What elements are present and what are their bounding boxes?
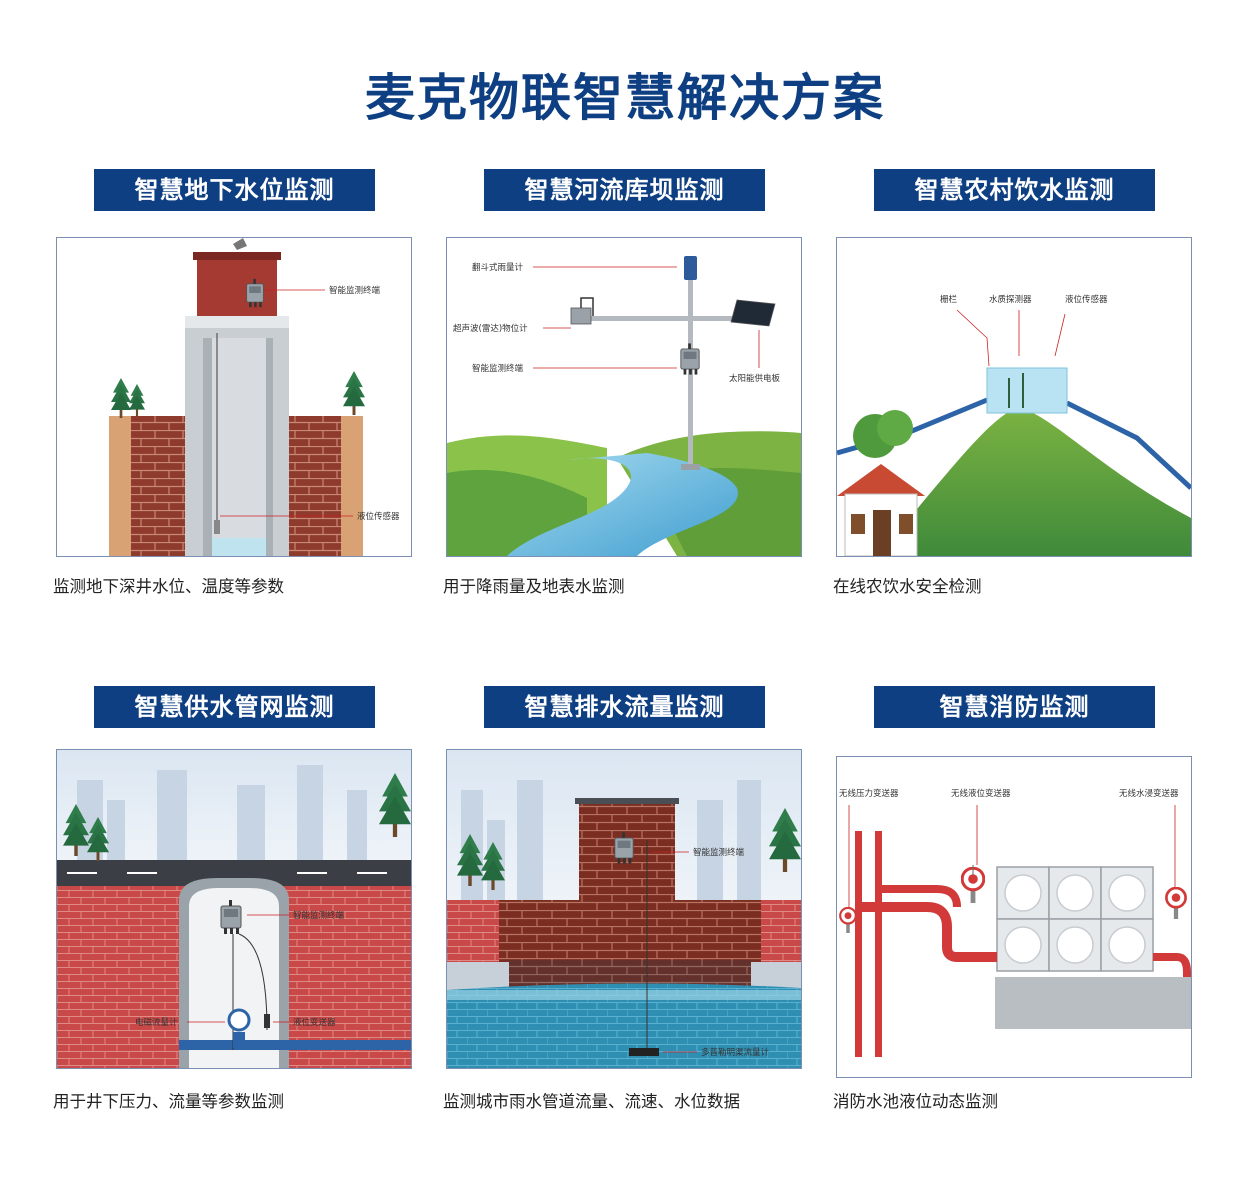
label-monitor-terminal: 智能监测终端 <box>293 910 345 921</box>
label-immersion-transmitter: 无线水浸变送器 <box>1119 788 1179 799</box>
card-description: 消防水池液位动态监测 <box>833 1092 998 1111</box>
card-title: 智慧供水管网监测 <box>94 686 375 728</box>
label-fence: 栅栏 <box>940 294 958 305</box>
card-title: 智慧排水流量监测 <box>484 686 765 728</box>
label-monitor-terminal: 智能监测终端 <box>693 847 745 858</box>
card-description: 监测城市雨水管道流量、流速、水位数据 <box>443 1092 740 1111</box>
card-illustration: 翻斗式雨量计 超声波(雷达)物位计 智能监测终端 太阳能供电板 <box>446 237 802 557</box>
label-monitor-terminal: 智能监测终端 <box>329 285 381 296</box>
card-description: 用于降雨量及地表水监测 <box>443 577 625 596</box>
card-illustration: 智能监测终端 液位传感器 <box>56 237 412 557</box>
card-illustration: 智能监测终端 电磁流量计 液位变送器 <box>56 749 412 1069</box>
label-solar-panel: 太阳能供电板 <box>729 373 781 384</box>
card-description: 监测地下深井水位、温度等参数 <box>53 577 284 596</box>
label-doppler-flowmeter: 多普勒明渠流量计 <box>701 1047 770 1058</box>
card-description: 用于井下压力、流量等参数监测 <box>53 1092 284 1111</box>
label-level-transmitter: 无线液位变送器 <box>951 788 1011 799</box>
label-level-transmitter: 液位变送器 <box>293 1017 336 1028</box>
label-rain-gauge: 翻斗式雨量计 <box>472 262 524 273</box>
label-monitor-terminal: 智能监测终端 <box>472 363 524 374</box>
card-illustration: 无线压力变送器 无线液位变送器 无线水浸变送器 <box>836 756 1192 1078</box>
label-level-sensor: 液位传感器 <box>1065 294 1108 305</box>
card-title: 智慧农村饮水监测 <box>874 169 1155 211</box>
label-water-quality-probe: 水质探测器 <box>989 294 1032 305</box>
card-title: 智慧消防监测 <box>874 686 1155 728</box>
label-pressure-transmitter: 无线压力变送器 <box>839 788 899 799</box>
label-em-flowmeter: 电磁流量计 <box>135 1017 178 1028</box>
label-radar-level: 超声波(雷达)物位计 <box>453 323 528 334</box>
label-level-sensor: 液位传感器 <box>357 511 400 522</box>
card-title: 智慧河流库坝监测 <box>484 169 765 211</box>
card-illustration: 智能监测终端 多普勒明渠流量计 <box>446 749 802 1069</box>
card-title: 智慧地下水位监测 <box>94 169 375 211</box>
card-description: 在线农饮水安全检测 <box>833 577 982 596</box>
card-illustration: 栅栏 水质探测器 液位传感器 <box>836 237 1192 557</box>
page-title: 麦克物联智慧解决方案 <box>365 69 885 127</box>
